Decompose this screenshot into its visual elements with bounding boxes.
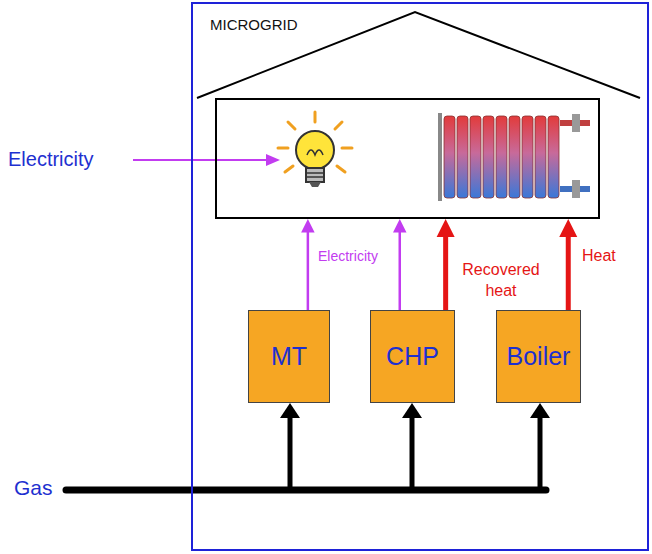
- input-label: Gas: [14, 476, 53, 500]
- gas-pipe: [66, 416, 546, 490]
- box-label: Boiler: [507, 342, 571, 371]
- flow-label: Recovered heat: [458, 260, 544, 302]
- lightbulb-icon: [278, 112, 352, 187]
- chp-box: CHP: [370, 310, 455, 403]
- flow-label: Electricity: [318, 247, 378, 265]
- region-title: MICROGRID: [210, 16, 298, 33]
- house-roof: [197, 12, 640, 98]
- boiler-box: Boiler: [496, 310, 581, 403]
- flow-label: Heat: [582, 246, 616, 267]
- box-label: MT: [271, 342, 307, 371]
- microgrid-region: MICROGRID MT CHP Boiler: [191, 2, 649, 551]
- house-box: [215, 98, 600, 219]
- flow-arrow: [559, 219, 577, 310]
- box-label: CHP: [386, 342, 439, 371]
- radiator-icon: [438, 113, 590, 201]
- flow-arrow: [301, 219, 315, 310]
- input-label: Electricity: [8, 148, 94, 171]
- gas-arrowheads: [280, 403, 550, 418]
- flow-arrow: [393, 219, 407, 310]
- flow-arrow: [437, 219, 455, 310]
- microturbine-box: MT: [248, 310, 330, 403]
- external-electricity-arrow: [133, 154, 280, 166]
